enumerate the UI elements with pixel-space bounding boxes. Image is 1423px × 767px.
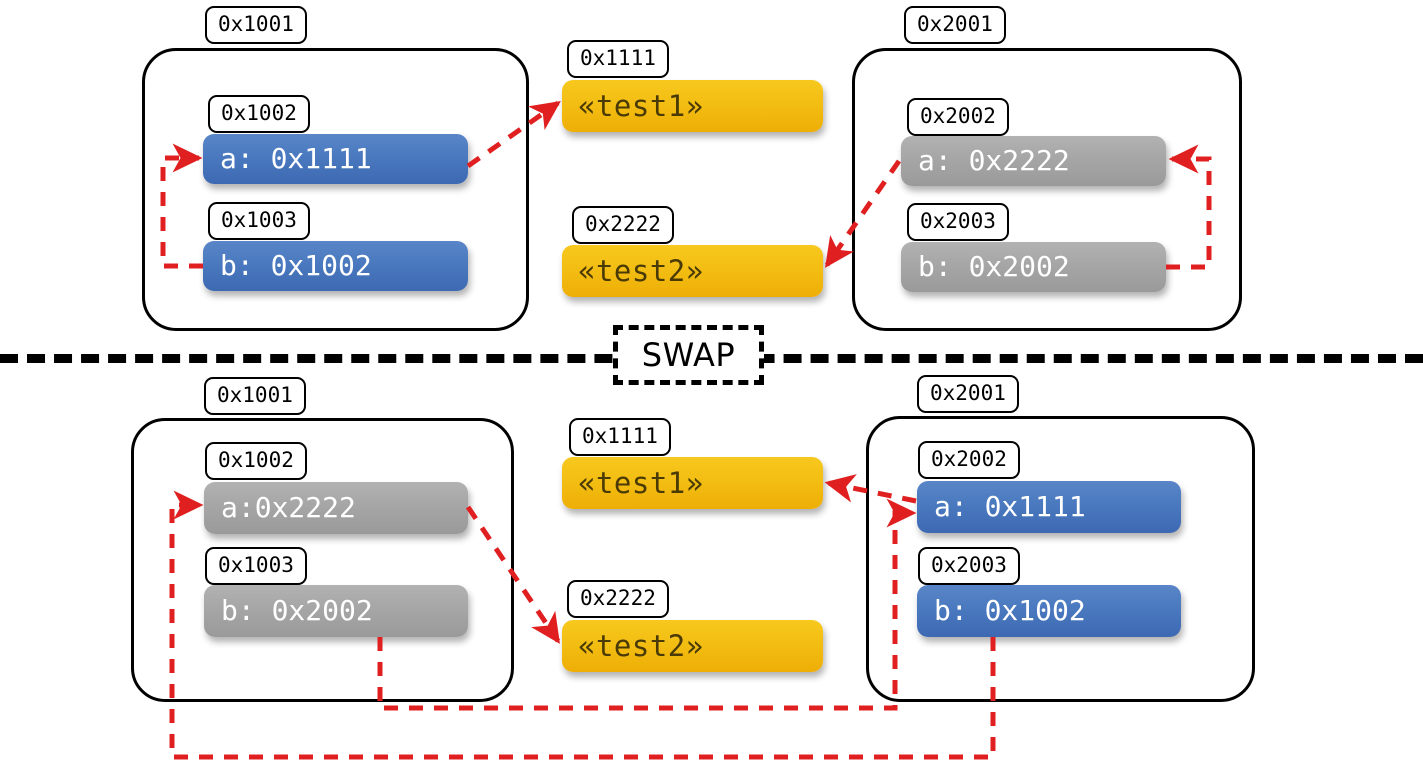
slot-address-before-left-0: 0x1002	[208, 95, 310, 133]
slot-address-after-left-1: 0x1003	[205, 547, 307, 585]
memory-cell-after-left-0: a:0x2222	[204, 482, 468, 534]
slot-address-after-left-0: 0x1002	[205, 442, 307, 480]
slot-address-before-right-1: 0x2003	[907, 203, 1009, 241]
region-address-after-right: 0x2001	[917, 375, 1019, 413]
string-address-before-0: 0x1111	[567, 40, 669, 78]
region-address-after-left: 0x1001	[204, 377, 306, 415]
swap-label: SWAP	[641, 336, 736, 374]
memory-cell-before-right-1: b: 0x2002	[901, 242, 1166, 292]
string-literal-after-0: «test1»	[562, 457, 823, 509]
string-address-after-0: 0x1111	[569, 418, 671, 456]
memory-region-after-left	[131, 418, 514, 702]
slot-address-after-right-0: 0x2002	[918, 441, 1020, 479]
string-literal-before-0: «test1»	[562, 80, 823, 132]
string-address-before-1: 0x2222	[572, 206, 674, 244]
region-address-before-left: 0x1001	[205, 6, 307, 44]
memory-cell-before-left-1: b: 0x1002	[203, 241, 468, 291]
swap-label-box	[613, 325, 764, 385]
memory-cell-after-right-0: a: 0x1111	[917, 481, 1181, 533]
memory-cell-after-left-1: b: 0x2002	[204, 585, 468, 637]
string-literal-before-1: «test2»	[562, 245, 823, 297]
slot-address-after-right-1: 0x2003	[918, 547, 1020, 585]
memory-cell-before-right-0: a: 0x2222	[901, 136, 1166, 186]
region-address-before-right: 0x2001	[904, 6, 1006, 44]
string-literal-after-1: «test2»	[562, 620, 823, 672]
memory-cell-before-left-0: a: 0x1111	[203, 134, 468, 184]
slot-address-before-left-1: 0x1003	[208, 202, 310, 240]
memory-cell-after-right-1: b: 0x1002	[917, 585, 1181, 637]
string-address-after-1: 0x2222	[567, 580, 669, 618]
slot-address-before-right-0: 0x2002	[907, 98, 1009, 136]
